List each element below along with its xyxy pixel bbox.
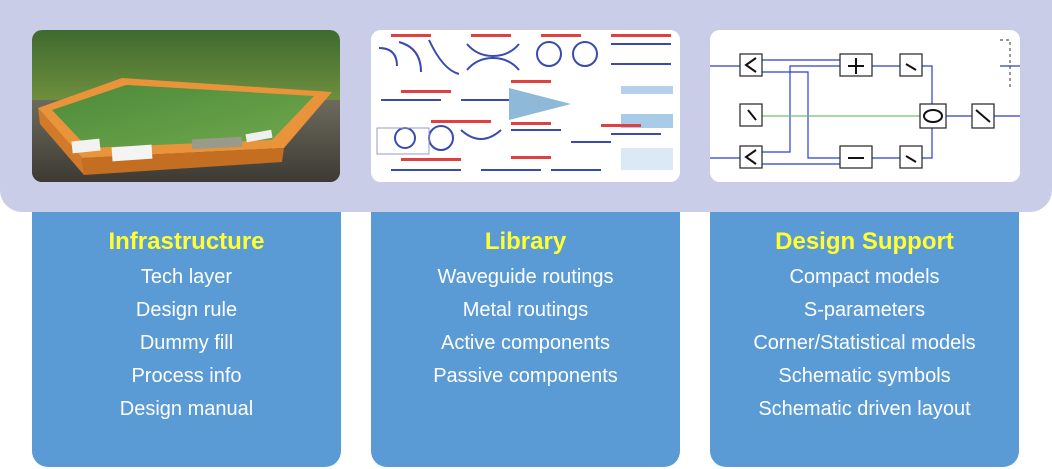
- list-item: Passive components: [433, 365, 618, 387]
- list-item: Waveguide routings: [437, 266, 614, 288]
- schematic-image: [710, 30, 1020, 182]
- list-item: Active components: [441, 332, 610, 354]
- list-item: Tech layer: [140, 266, 233, 288]
- list-item: Corner/Statistical models: [753, 332, 976, 354]
- list-item: S-parameters: [803, 299, 926, 321]
- card-title: Library: [484, 228, 567, 255]
- list-item: Dummy fill: [139, 332, 234, 354]
- list-item: Schematic driven layout: [758, 398, 971, 420]
- card-title: Design Support: [775, 228, 954, 255]
- list-item: Compact models: [789, 266, 940, 288]
- card-title: Infrastructure: [108, 228, 265, 255]
- design-support-card: Design Support Compact models S-paramete…: [710, 212, 1019, 467]
- list-item: Design manual: [119, 398, 254, 420]
- infrastructure-card: Infrastructure Tech layer Design rule Du…: [32, 212, 341, 467]
- component-library-image: [371, 30, 680, 182]
- list-item: Schematic symbols: [778, 365, 951, 387]
- list-item: Metal routings: [462, 299, 589, 321]
- list-item: Design rule: [135, 299, 238, 321]
- chip-render-image: [32, 30, 340, 182]
- library-card: Library Waveguide routings Metal routing…: [371, 212, 680, 467]
- list-item: Process info: [131, 365, 242, 387]
